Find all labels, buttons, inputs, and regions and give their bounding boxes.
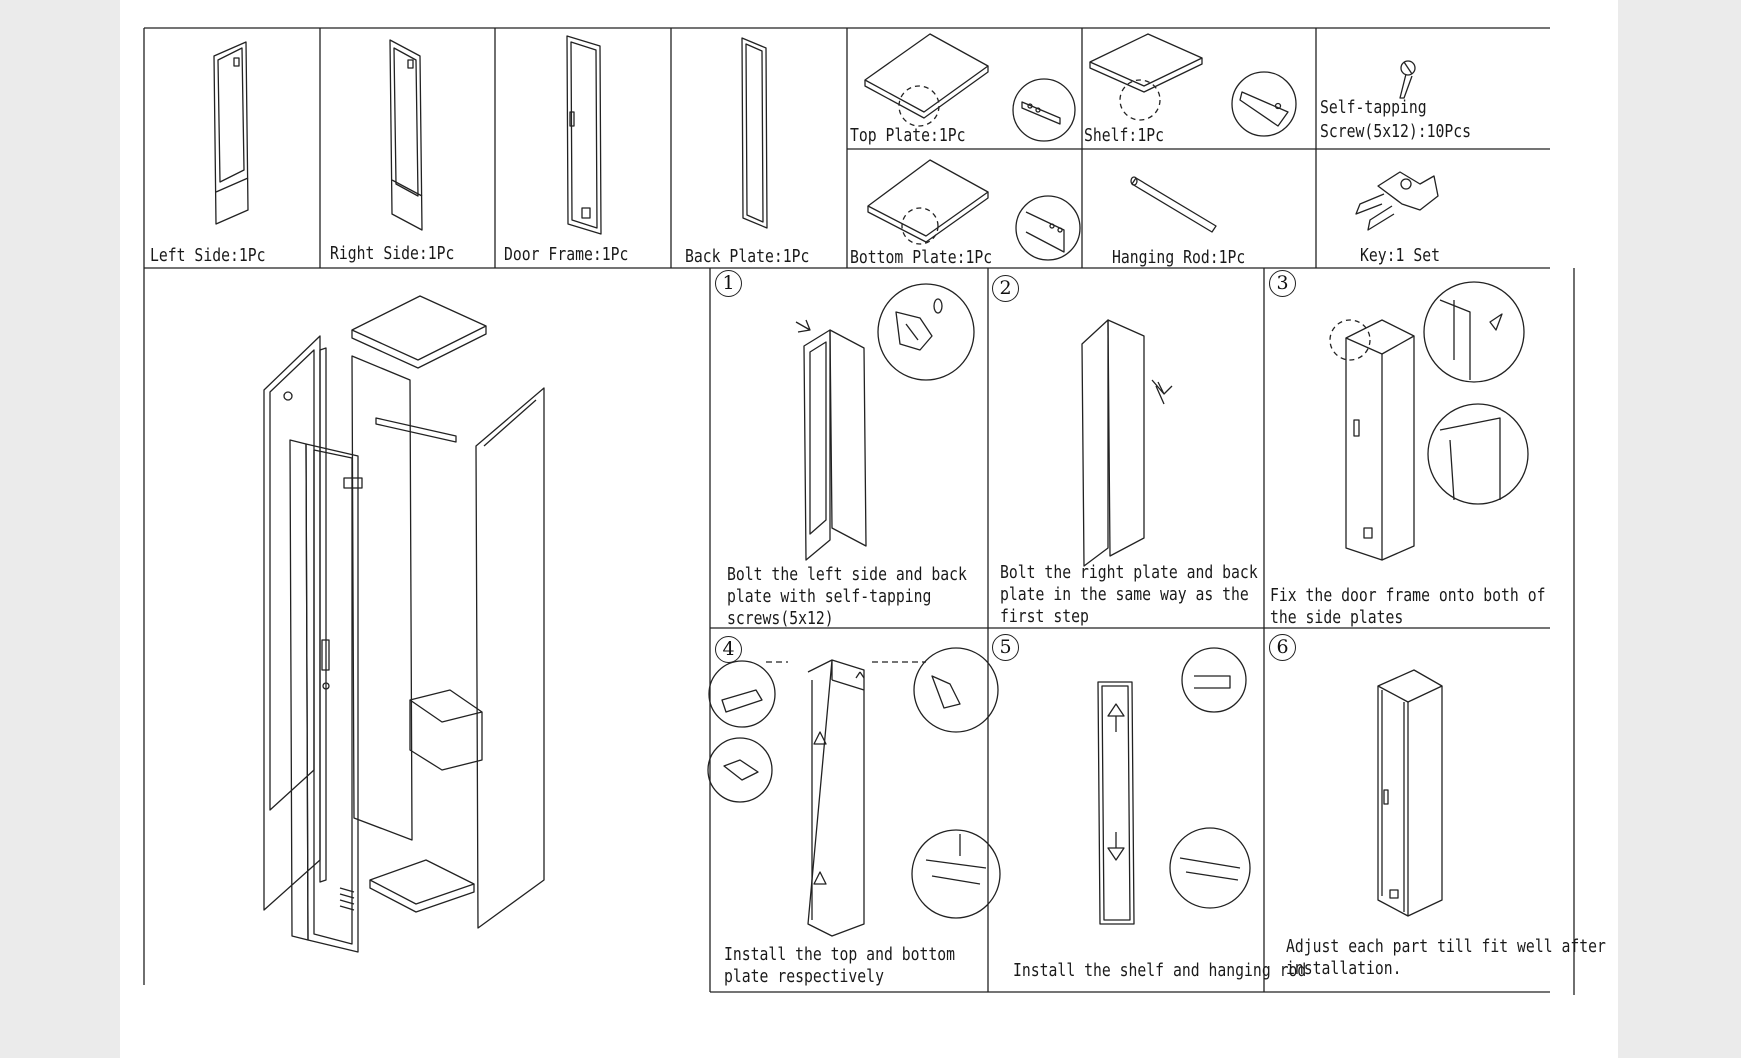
step2-caption: Bolt the right plate and back plate in t… [1000,562,1258,627]
screw-icon [1399,60,1416,99]
part-label-door-frame: Door Frame:1Pc [504,244,629,265]
back-plate-icon [741,37,768,229]
exploded-locker-view [263,295,545,953]
part-label-top-plate: Top Plate:1Pc [850,125,966,146]
right-side-panel-icon [389,39,423,231]
step1-number: 1 [715,270,742,297]
step1-caption: Bolt the left side and back plate with s… [727,564,967,629]
step4-caption: Install the top and bottom plate respect… [724,944,956,987]
step5-number: 5 [992,634,1019,661]
part-label-key: Key:1 Set [1360,245,1440,266]
step6-illustration [1377,669,1443,917]
hanging-rod-icon [1130,176,1217,233]
part-label-back-plate: Back Plate:1Pc [685,246,810,267]
step6-number: 6 [1269,634,1296,661]
part-label-right-side: Right Side:1Pc [330,243,455,264]
step6-caption: Adjust each part till fit well after ins… [1286,936,1606,979]
step3-caption: Fix the door frame onto both of the side… [1270,585,1546,628]
part-label-hanging-rod: Hanging Rod:1Pc [1112,247,1246,268]
step2-illustration [1081,319,1173,567]
parts-table-frame [143,27,1550,985]
vent-icon [339,887,355,911]
instruction-sheet: Left Side:1Pc Right Side:1Pc Door Frame:… [120,0,1618,1058]
step4-illustration [707,647,1001,937]
left-side-panel-icon [213,41,249,225]
step2-number: 2 [992,275,1019,302]
step5-illustration [1097,647,1251,925]
part-label-bottom-plate: Bottom Plate:1Pc [850,247,993,268]
part-label-screw-line2: Screw(5x12):10Pcs [1320,121,1472,142]
shelf-icon [1089,33,1297,137]
step4-number: 4 [715,636,742,663]
part-label-left-side: Left Side:1Pc [150,245,266,266]
part-label-screw-line1: Self-tapping [1320,97,1427,118]
top-plate-icon [864,33,1076,142]
step3-illustration [1329,281,1529,561]
step1-illustration [795,283,975,561]
part-label-shelf: Shelf:1Pc [1084,125,1164,146]
bottom-plate-icon [867,159,1081,261]
step5-caption: Install the shelf and hanging rod [1013,960,1307,981]
key-icon [1355,171,1439,231]
step3-number: 3 [1269,270,1296,297]
door-frame-icon [566,35,602,235]
steps-grid-frame [709,268,1575,995]
assembly-diagram [143,27,1575,995]
